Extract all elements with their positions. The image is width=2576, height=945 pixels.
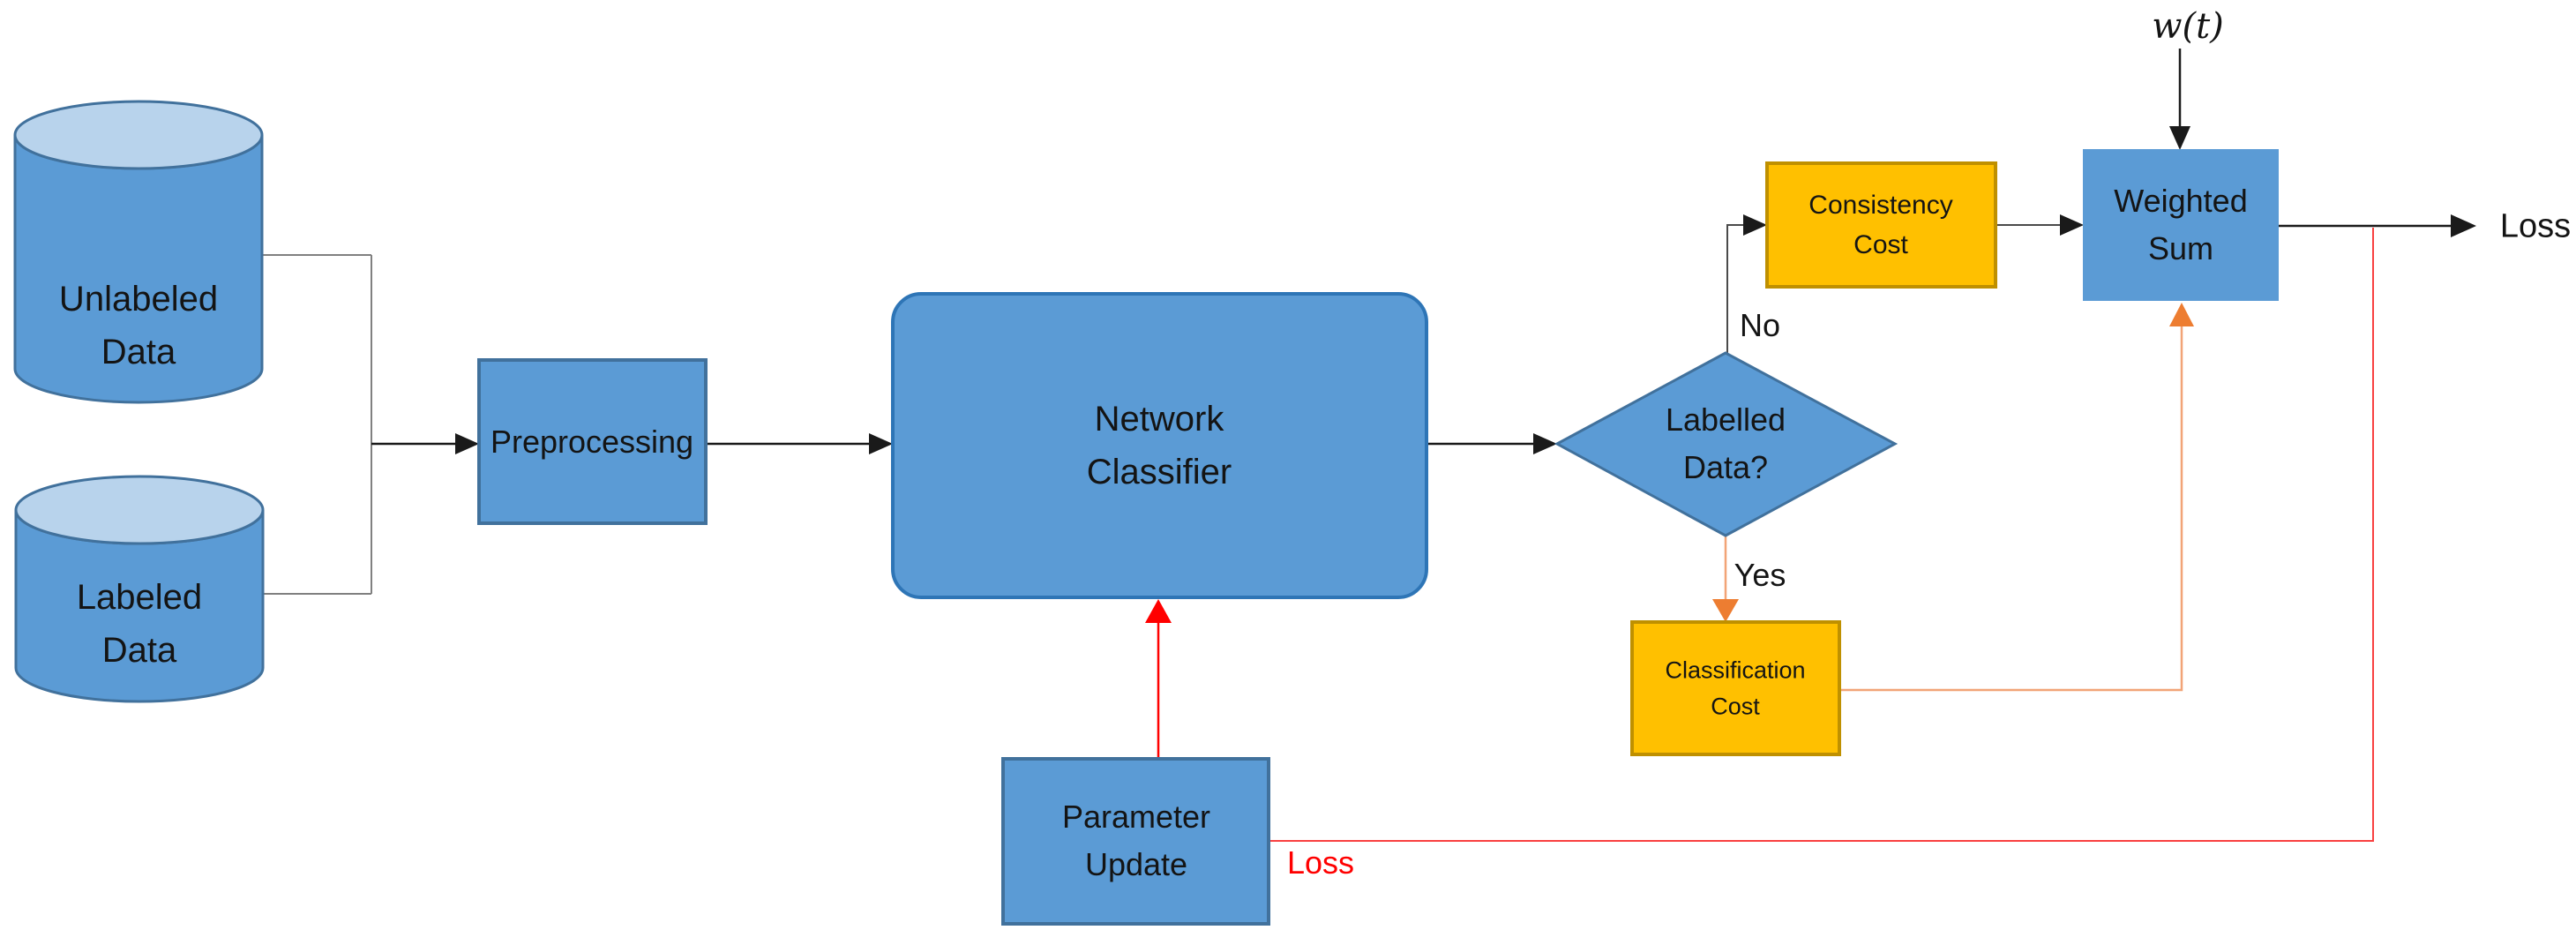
network-classifier-box xyxy=(891,292,1428,599)
network-classifier-label: Network Classifier xyxy=(1086,400,1232,491)
edge-classification-to-weightedsum xyxy=(1839,303,2194,692)
no-edge-label: No xyxy=(1739,307,1781,343)
edge-consistency-to-weightedsum xyxy=(1996,214,2084,236)
yes-edge-label: Yes xyxy=(1734,557,1786,593)
parameter-update-label: Parameter Update xyxy=(1061,799,1211,882)
arrowhead-right-icon xyxy=(455,433,479,454)
edge-classifier-to-decision xyxy=(1427,433,1557,454)
consistency-cost-box xyxy=(1765,161,1997,289)
labeled-data-label: Labeled Data xyxy=(76,578,203,670)
arrowhead-down-icon xyxy=(1712,599,1739,622)
weighted-sum-box xyxy=(2083,149,2279,301)
arrowhead-right-icon xyxy=(869,433,893,454)
edge-wt-to-weightedsum xyxy=(2169,49,2190,150)
preprocessing-box xyxy=(477,358,708,525)
edge-weightedsum-to-loss xyxy=(2278,214,2476,237)
labeled-data-cylinder xyxy=(14,475,265,703)
weighted-sum-label: Weighted Sum xyxy=(2114,183,2248,266)
weight-schedule-label: w(t) xyxy=(2152,6,2224,47)
unlabeled-data-cylinder xyxy=(13,100,264,404)
arrowhead-down-icon xyxy=(2169,126,2190,150)
arrowhead-up-icon xyxy=(2169,303,2194,326)
classification-cost-box xyxy=(1630,620,1841,756)
consistency-cost-label: Consistency Cost xyxy=(1808,191,1953,259)
edge-decision-yes-to-classification xyxy=(1712,536,1739,622)
labelled-data-decision-diamond xyxy=(1554,351,1898,537)
edge-preprocessing-to-classifier xyxy=(706,433,893,454)
arrowhead-up-icon xyxy=(1145,599,1172,623)
unlabeled-data-label: Unlabeled Data xyxy=(58,280,219,371)
loss-feedback-label: Loss xyxy=(1286,844,1355,881)
arrowhead-right-icon xyxy=(1743,214,1767,236)
arrowhead-right-icon xyxy=(2060,214,2084,236)
edge-loss-feedback xyxy=(1269,228,2374,842)
edge-decision-no-to-consistency xyxy=(1726,214,1767,353)
parameter-update-box xyxy=(1001,757,1270,926)
loss-output-label: Loss xyxy=(2499,207,2572,245)
arrowhead-right-icon xyxy=(2451,214,2476,237)
edge-junction-to-preprocessing xyxy=(371,433,479,454)
classification-cost-label: Classification Cost xyxy=(1665,656,1806,720)
labelled-data-decision-label: Labelled Data? xyxy=(1665,401,1786,485)
arrowhead-right-icon xyxy=(1533,433,1557,454)
edge-parameterupdate-to-classifier xyxy=(1145,599,1172,759)
preprocessing-label: Preprocessing xyxy=(490,424,694,460)
